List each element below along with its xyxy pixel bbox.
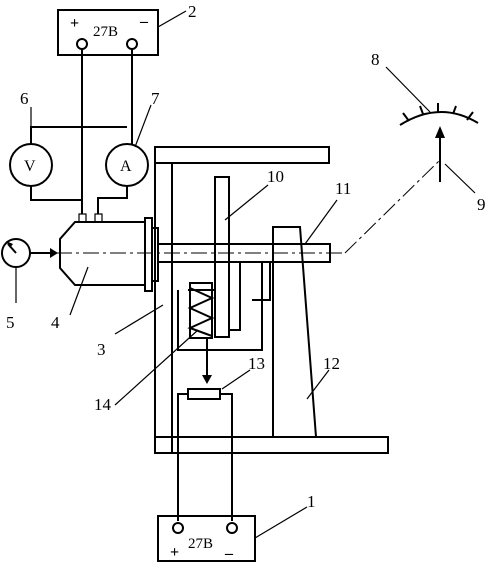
label-12: 12 [323,354,340,373]
supply-top-terminal-minus [126,38,138,50]
label-3: 3 [97,340,106,359]
supply-bottom-terminal-plus [172,522,184,534]
motor-flange [144,217,153,292]
supply-top-minus: – [139,13,149,30]
voltmeter: V [9,143,53,187]
supply-bottom-plus: + [170,544,179,561]
spring [187,282,215,384]
ammeter: A [105,143,149,187]
label-9: 9 [477,195,486,214]
label-4: 4 [51,313,60,332]
label-7: 7 [151,89,160,108]
supply-top-voltage: 27B [93,24,118,40]
callout-labels: 2 1 3 4 5 6 7 8 9 10 11 12 13 14 [6,2,486,511]
label-5: 5 [6,313,15,332]
label-8: 8 [371,50,380,69]
leader-lines [15,10,476,539]
supply-bottom-voltage: 27B [188,536,213,552]
label-2: 2 [188,2,197,21]
label-11: 11 [335,179,351,198]
hatched-frame [154,146,389,454]
gear-disc [214,176,230,338]
label-1: 1 [307,492,316,511]
shaft [157,243,331,263]
tachometer [1,238,58,268]
dial-indicator [399,103,479,182]
power-supply-top: + 27B – [57,9,159,56]
supply-bottom-minus: – [224,545,234,562]
axis-line [56,159,441,254]
variable-resistor [177,388,233,521]
supply-top-terminal-plus [76,38,88,50]
label-14: 14 [94,395,112,414]
ammeter-symbol: A [120,158,132,175]
supply-bottom-terminal-minus [226,522,238,534]
support-post [272,226,318,438]
label-6: 6 [20,89,29,108]
voltmeter-symbol: V [24,158,36,175]
power-supply-bottom: 27B + – [157,515,256,562]
linkage [177,262,271,351]
motor [59,217,159,292]
top-circuit-wires [30,49,133,223]
label-13: 13 [248,354,265,373]
supply-top-plus: + [70,15,79,32]
label-10: 10 [267,167,284,186]
